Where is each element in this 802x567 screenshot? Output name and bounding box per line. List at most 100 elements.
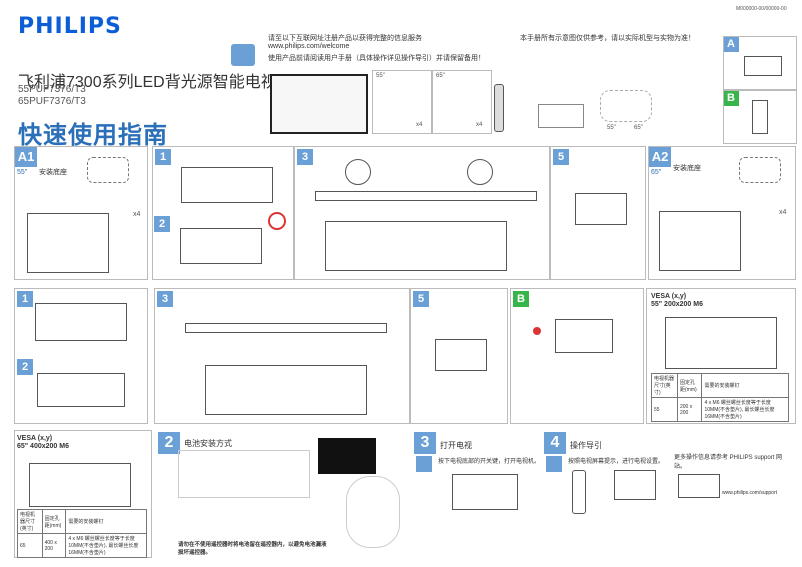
manual-booklet bbox=[538, 104, 584, 128]
a2-title: 安装底座 bbox=[673, 165, 701, 172]
vesa65-dist-cell: 400 x 200 bbox=[41, 533, 67, 558]
step2-number: 2 bbox=[158, 432, 180, 454]
tv-box-a2 bbox=[659, 211, 741, 271]
warning-icon bbox=[533, 327, 541, 335]
a2-screws: x4 bbox=[779, 209, 787, 216]
step3-text: 按下电视底部的开关键，打开电视机。 bbox=[438, 459, 541, 465]
a1-title: 安装底座 bbox=[39, 169, 67, 176]
panel-step3-a: 3 bbox=[294, 146, 550, 280]
philips-logo: PHILIPS bbox=[18, 14, 122, 39]
tv-screen-logo bbox=[318, 438, 376, 474]
title-model-65: 65PUF7376/T3 bbox=[18, 96, 86, 107]
tv-face-down-b bbox=[37, 373, 125, 407]
vesa65-tv-back bbox=[29, 463, 131, 507]
vesa55-title: VESA (x,y) bbox=[651, 293, 687, 300]
vesa65-title: VESA (x,y) bbox=[17, 435, 53, 442]
badge-a1: A1 bbox=[15, 147, 37, 167]
badge-a2: A2 bbox=[649, 147, 671, 167]
step1-badge: 1 bbox=[155, 149, 171, 165]
tv-illustration bbox=[270, 74, 368, 134]
stand-box-55 bbox=[372, 70, 432, 134]
tv-upright bbox=[575, 193, 627, 225]
tv-power-on bbox=[452, 474, 518, 510]
stand-box-65 bbox=[432, 70, 492, 134]
tv-on-wall-b bbox=[752, 100, 768, 134]
power-cable-icon bbox=[600, 90, 652, 122]
step4-title: 操作导引 bbox=[570, 441, 602, 450]
vesa55-col3: 需要的安装螺钉 bbox=[701, 373, 789, 398]
remote-in-hand bbox=[346, 476, 400, 548]
tv-setup-screen bbox=[614, 470, 656, 500]
title-quick-guide: 快速使用指南 bbox=[18, 122, 168, 149]
screw-count-55: x4 bbox=[416, 122, 423, 128]
cable-label-55: 55" bbox=[607, 125, 616, 131]
zoom-circle-right bbox=[467, 159, 493, 185]
support-url[interactable]: www.philips.com/support bbox=[722, 490, 778, 496]
support-text: 更多操作信息请参考 PHILIPS support 网站。 bbox=[674, 455, 783, 470]
registration-icon bbox=[231, 44, 255, 66]
step3b-badge: 3 bbox=[157, 291, 173, 307]
vesa65-col3: 需要的安装螺钉 bbox=[65, 509, 147, 534]
stand-size-55: 55" bbox=[376, 73, 385, 79]
stand-feet-a1 bbox=[87, 157, 129, 183]
tv-bottom-edge-b bbox=[185, 323, 387, 333]
tv-wall-mounted bbox=[555, 319, 613, 353]
vesa55-size: 55" 200x200 M6 bbox=[651, 301, 703, 308]
title-series: 飞利浦7300系列LED背光源智能电视 bbox=[18, 74, 277, 91]
table-cloth-b bbox=[35, 303, 127, 341]
panel-vesa-65: VESA (x,y) 65" 400x200 M6 电视机器尺寸(英寸)固定孔距… bbox=[14, 430, 152, 558]
tv-face-down bbox=[180, 228, 262, 264]
badge-a: A bbox=[723, 36, 739, 52]
computer-icon bbox=[678, 474, 720, 498]
step3-title: 打开电视 bbox=[440, 441, 472, 450]
vesa55-tv-back bbox=[665, 317, 777, 369]
no-icon bbox=[268, 212, 286, 230]
tv-upright-b bbox=[435, 339, 487, 371]
panel-step3-b: 3 bbox=[154, 288, 410, 424]
remote-guide bbox=[572, 470, 586, 514]
a1-screws: x4 bbox=[133, 211, 141, 218]
power-icon bbox=[416, 456, 432, 472]
panel-a2: A2 65" 安装底座 x4 bbox=[648, 146, 796, 280]
step2-title: 电池安装方式 bbox=[184, 439, 232, 448]
stand-size-65: 65" bbox=[436, 73, 445, 79]
badge-b2: B bbox=[513, 291, 529, 307]
register-url[interactable]: www.philips.com/welcome bbox=[268, 43, 350, 50]
vesa65-col1: 电视机器尺寸(英寸) bbox=[17, 509, 43, 534]
step1b-badge: 1 bbox=[17, 291, 33, 307]
tv-on-stand-a bbox=[744, 56, 782, 76]
step4-number: 4 bbox=[544, 432, 566, 454]
tv-with-stand-b bbox=[205, 365, 367, 415]
step2-badge: 2 bbox=[154, 216, 170, 232]
notice-register: 请至以下互联网址注册产品以获得完整的信息服务 bbox=[268, 35, 422, 42]
panel-step5-b: 5 bbox=[410, 288, 508, 424]
remote-icon bbox=[494, 84, 504, 132]
cable-label-65: 65" bbox=[634, 125, 643, 131]
step2b-badge: 2 bbox=[17, 359, 33, 375]
battery-steps bbox=[178, 450, 310, 498]
screw-count-65: x4 bbox=[476, 122, 483, 128]
panel-step1-a: 1 bbox=[152, 146, 294, 280]
panel-step5-a: 5 bbox=[550, 146, 646, 280]
vesa55-col1: 电视机器尺寸(英寸) bbox=[651, 373, 678, 398]
vesa55-dist-cell: 200 x 200 bbox=[676, 397, 703, 422]
badge-b: B bbox=[723, 90, 739, 106]
notice-images: 本手册所有示意图仅供参考，请以实际机型与实物为准！ bbox=[520, 35, 695, 42]
doc-code: M000000-00/00000-00 bbox=[736, 6, 787, 12]
a1-size: 55" bbox=[17, 169, 28, 176]
step3-number: 3 bbox=[414, 432, 436, 454]
notice-read-manual: 使用产品前请阅读用户手册（具体操作详见操作导引）并请保留备用！ bbox=[268, 55, 485, 62]
panel-b-wall: B bbox=[510, 288, 644, 424]
tv-with-stand bbox=[325, 221, 507, 271]
panel-step1-b: 1 2 4 bbox=[14, 288, 171, 424]
panel-b bbox=[723, 90, 797, 144]
panel-a bbox=[723, 36, 797, 90]
step5b-badge: 5 bbox=[413, 291, 429, 307]
vesa55-size-cell: 55 bbox=[651, 397, 678, 422]
stand-feet-a2 bbox=[739, 157, 781, 183]
title-model-55: 55PUF7376/T3 bbox=[18, 84, 86, 95]
vesa55-col2: 固定孔距(mm) bbox=[676, 373, 703, 398]
step3-badge: 3 bbox=[297, 149, 313, 165]
